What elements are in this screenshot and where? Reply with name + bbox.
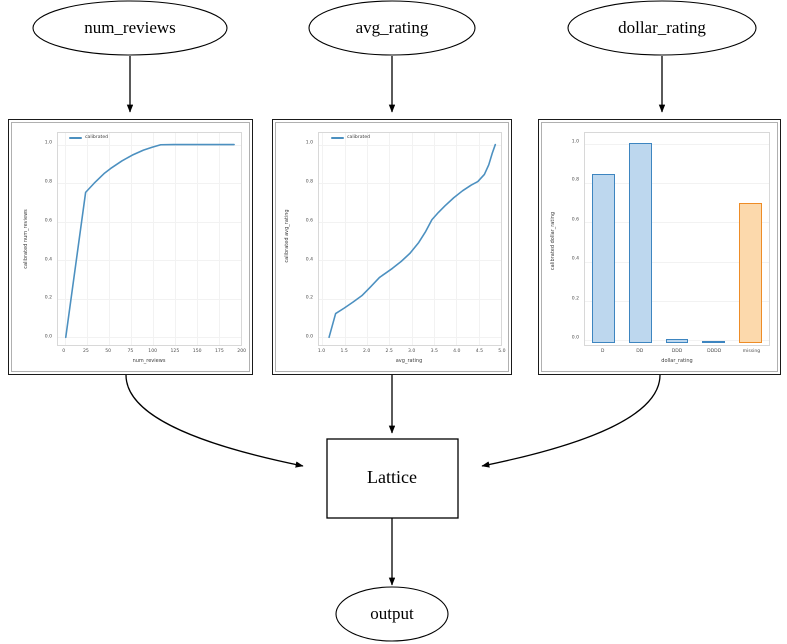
chart-inner-dollar-rating: 0.0 0.2 0.4 0.6 0.8 1.0 D DD DDD DDDD mi…	[541, 122, 778, 372]
xtick: 175	[215, 349, 224, 354]
xaxis-title: num_reviews	[132, 358, 166, 364]
ytick: 0.2	[305, 296, 313, 302]
bar-DD[interactable]	[628, 143, 652, 343]
ytick: 0.6	[305, 218, 313, 224]
legend-num-reviews: calibrated	[69, 135, 109, 141]
ytick: 1.0	[44, 140, 52, 146]
xtick: 2.5	[385, 349, 393, 354]
yaxis-title: calibrated num_reviews	[23, 209, 29, 269]
xtick: DDD	[671, 349, 683, 354]
xtick: missing	[742, 349, 761, 354]
chart-panel-num-reviews[interactable]: calibrated 0.0 0.2 0.4 0.6 0.8 1.0 0 25 …	[8, 119, 253, 375]
yaxis-title: calibrated avg_rating	[284, 209, 290, 263]
legend-avg-rating: calibrated	[331, 135, 371, 141]
plot-area-dollar-rating	[584, 132, 770, 346]
chart-inner-num-reviews: calibrated 0.0 0.2 0.4 0.6 0.8 1.0 0 25 …	[11, 122, 250, 372]
xtick: 25	[82, 349, 89, 354]
bar-DDDD[interactable]	[702, 340, 726, 343]
xtick: 75	[127, 349, 134, 354]
ytick: 0.2	[44, 296, 52, 302]
ytick: 0.6	[44, 218, 52, 224]
ytick: 0.4	[571, 256, 579, 262]
curve-avg-rating	[328, 143, 497, 339]
xtick: 3.5	[430, 349, 438, 354]
ytick: 0.0	[571, 336, 579, 342]
node-avg-rating-label: avg_rating	[356, 18, 429, 37]
xaxis-title: avg_rating	[395, 358, 423, 364]
node-avg-rating[interactable]: avg_rating	[308, 0, 476, 56]
chart-panel-avg-rating[interactable]: calibrated 0.0 0.2 0.4 0.6 0.8 1.0 1.0 1…	[272, 119, 512, 375]
edge-chart3-to-lattice	[481, 374, 661, 468]
ytick: 0.0	[44, 335, 52, 340]
xtick: 2.0	[362, 349, 371, 354]
node-output[interactable]: output	[335, 586, 449, 642]
xtick: 5.0	[498, 349, 506, 354]
ytick: 0.6	[571, 217, 579, 223]
chart-inner-avg-rating: calibrated 0.0 0.2 0.4 0.6 0.8 1.0 1.0 1…	[275, 122, 509, 372]
xtick: 1.0	[317, 349, 326, 354]
node-dollar-rating[interactable]: dollar_rating	[567, 0, 757, 56]
legend-swatch-calibrated	[331, 137, 344, 140]
node-dollar-rating-label: dollar_rating	[618, 18, 706, 37]
ytick: 0.8	[571, 177, 579, 183]
legend-label-calibrated: calibrated	[347, 135, 371, 140]
ytick: 0.2	[571, 296, 579, 302]
xtick: 50	[105, 349, 112, 354]
ytick: 0.8	[305, 179, 313, 185]
ytick: 0.8	[44, 179, 52, 185]
ytick: 0.4	[44, 257, 52, 263]
node-lattice-label: Lattice	[367, 467, 417, 487]
xtick: 125	[170, 349, 180, 354]
xtick: 1.5	[340, 349, 348, 354]
bar-DDD[interactable]	[665, 338, 689, 343]
ytick: 1.0	[571, 139, 579, 145]
node-lattice[interactable]: Lattice	[326, 438, 459, 519]
node-num-reviews[interactable]: num_reviews	[32, 0, 228, 56]
xtick: DDDD	[707, 349, 722, 354]
bar-missing[interactable]	[739, 202, 762, 343]
node-output-label: output	[370, 604, 414, 623]
plot-area-num-reviews	[57, 132, 242, 346]
node-num-reviews-label: num_reviews	[84, 18, 176, 37]
yaxis-title: calibrated dollar_rating	[550, 211, 556, 271]
xtick: 4.0	[453, 349, 461, 354]
xtick: 3.0	[408, 349, 416, 354]
xtick: 150	[192, 349, 202, 354]
xtick: 0	[62, 349, 66, 354]
edge-chart1-to-lattice	[125, 374, 304, 468]
legend-swatch-calibrated	[69, 137, 82, 140]
ytick: 1.0	[305, 140, 313, 146]
xtick: 200	[237, 349, 247, 354]
ytick: 0.4	[305, 257, 313, 263]
xtick: 4.5	[475, 349, 484, 354]
xtick: DD	[636, 349, 644, 354]
xaxis-title: dollar_rating	[661, 358, 693, 364]
bar-D[interactable]	[591, 174, 615, 343]
curve-num-reviews	[64, 143, 235, 339]
chart-panel-dollar-rating[interactable]: 0.0 0.2 0.4 0.6 0.8 1.0 D DD DDD DDDD mi…	[538, 119, 781, 375]
ytick: 0.0	[305, 335, 313, 340]
xtick: 100	[148, 349, 158, 354]
plot-area-avg-rating	[318, 132, 502, 346]
legend-label-calibrated: calibrated	[85, 135, 109, 140]
xtick: D	[600, 349, 605, 354]
